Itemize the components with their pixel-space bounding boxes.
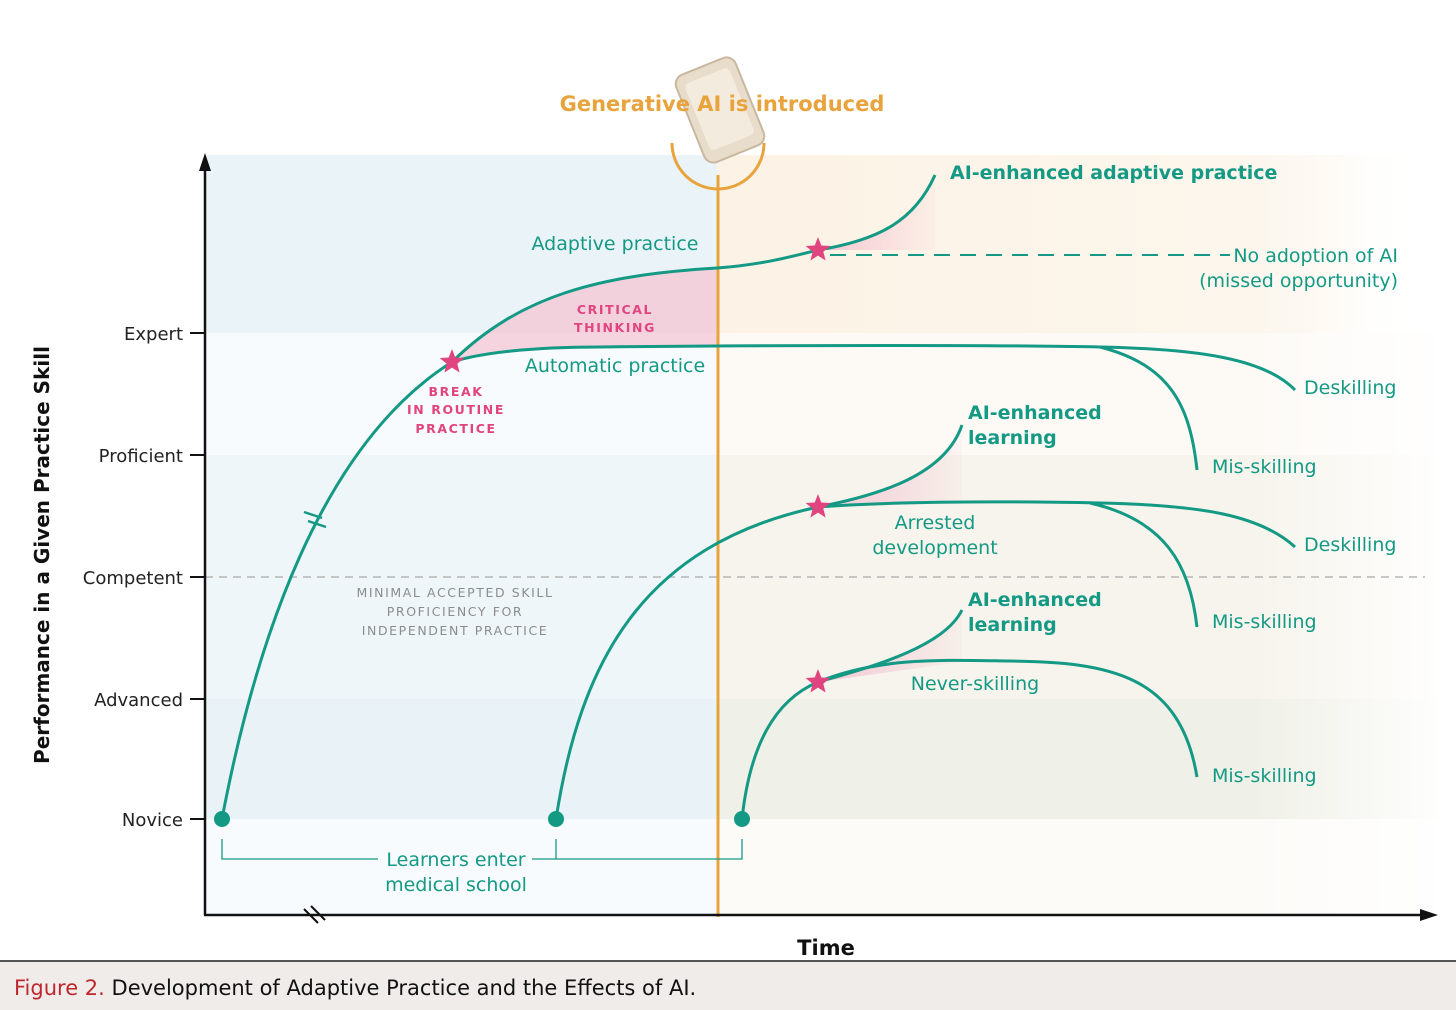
star-break-routine-icon [439,349,465,373]
ai-title: Generative AI is introduced [560,92,885,116]
learners-bracket [221,839,743,860]
caption-bar: Figure 2. Development of Adaptive Practi… [0,960,1456,1010]
label-critical-thinking-line-2: THINKING [574,320,656,335]
start-dot-1 [214,811,230,827]
curve-misskilling-2 [1089,501,1199,628]
band-advanced-left [205,699,717,819]
curve-learner-3-rise [740,680,819,820]
threshold-note-line-3: INDEPENDENT PRACTICE [362,623,549,638]
x-axis-arrow [1420,909,1438,921]
label-critical-thinking-line-1: CRITICAL [577,302,653,317]
curve-misskilling-1 [1099,345,1199,471]
star-ai-learning-1-icon [805,494,831,518]
curve-automatic-deskilling-1 [451,344,1297,392]
label-arrested-development-line-1: Arrested [895,512,976,534]
label-automatic-practice: Automatic practice [525,355,705,377]
label-ai-enhanced-learning-1-line-1: AI-enhanced [968,402,1102,424]
threshold-note-line-1: MINIMAL ACCEPTED SKILL [356,585,553,600]
curve-adaptive-practice [450,248,819,364]
y-axis-arrow [199,153,211,171]
curve-never-skilling [817,658,1199,778]
label-break-routine-line-2: IN ROUTINE [407,402,505,417]
curve-arrested-deskilling-2 [817,500,1297,549]
ai-device-icon [674,56,766,164]
star-ai-adaptive-icon [805,237,831,261]
curve-labels: Adaptive practice Automatic practice AI-… [385,162,1398,896]
y-axis-label: Performance in a Given Practice Skill [30,346,54,764]
ai-learning-area-2 [818,610,962,682]
curve-learner-2-rise [554,505,819,820]
curve-ai-enhanced-learning-1 [817,424,964,509]
label-break-routine-line-3: PRACTICE [415,421,496,436]
ai-introduction-marker: Generative AI is introduced [560,56,885,917]
axes: Expert Proficient Competent Advanced Nov… [30,153,1438,960]
critical-thinking-area [452,268,717,362]
label-misskilling-1: Mis-skilling [1212,456,1317,478]
pink-areas [452,175,962,682]
label-no-adoption-line-2: (missed opportunity) [1199,270,1398,292]
label-ai-enhanced-learning-1-line-2: learning [968,427,1057,449]
level-label-competent: Competent [83,568,183,589]
label-arrested-development-line-2: development [872,537,997,559]
x-axis-label: Time [797,936,855,960]
label-misskilling-3: Mis-skilling [1212,765,1317,787]
label-misskilling-2: Mis-skilling [1212,611,1317,633]
label-deskilling-2: Deskilling [1304,534,1396,556]
caption-label: Figure 2. [14,976,105,1000]
curve-learner-1-rise [220,360,453,820]
curve-break-mark [303,510,327,529]
ai-adaptive-area [818,175,935,250]
label-learners-enter-line-1: Learners enter [386,849,525,871]
caption-title: Development of Adaptive Practice and the… [111,976,697,1000]
label-deskilling-1: Deskilling [1304,377,1396,399]
label-no-adoption-line-1: No adoption of AI [1233,245,1398,267]
level-label-proficient: Proficient [99,446,183,467]
curve-ai-enhanced-adaptive [817,174,937,252]
threshold-note: MINIMAL ACCEPTED SKILL PROFICIENCY FOR I… [356,585,553,638]
start-dot-3 [734,811,750,827]
x-axis-break [303,905,326,924]
stars [439,237,831,693]
level-label-expert: Expert [124,324,183,345]
level-label-advanced: Advanced [94,690,183,711]
label-learners-enter-line-2: medical school [385,874,527,896]
trajectory-curves [220,174,1297,820]
label-ai-enhanced-learning-2-line-2: learning [968,614,1057,636]
band-novice-left [205,819,717,915]
threshold-note-line-2: PROFICIENCY FOR [387,604,523,619]
pink-labels: CRITICAL THINKING BREAK IN ROUTINE PRACT… [407,302,656,436]
level-label-novice: Novice [122,810,183,831]
star-ai-learning-2-icon [805,669,831,693]
label-ai-enhanced-learning-2-line-1: AI-enhanced [968,589,1102,611]
ai-learning-area-1 [818,425,962,507]
label-adaptive-practice: Adaptive practice [532,233,699,255]
caption: Figure 2. Development of Adaptive Practi… [14,976,696,1000]
label-never-skilling: Never-skilling [911,673,1039,695]
label-ai-enhanced-adaptive: AI-enhanced adaptive practice [950,162,1277,184]
label-break-routine-line-1: BREAK [428,384,483,399]
start-dot-2 [548,811,564,827]
